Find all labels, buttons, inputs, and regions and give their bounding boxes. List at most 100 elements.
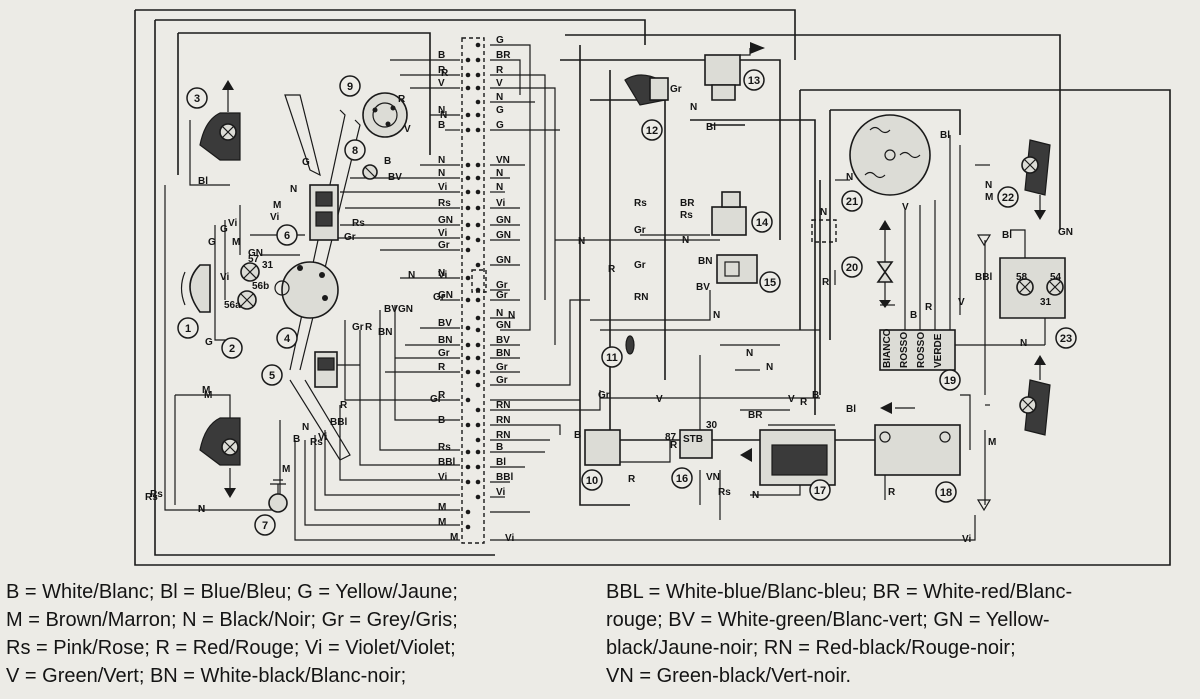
legend-row: Rs = Pink/Rose; R = Red/Rouge; Vi = Viol… (6, 634, 1196, 662)
connector-pin-label: B (438, 120, 445, 131)
connector-pin (465, 189, 471, 195)
wire-color-label: Vi (438, 270, 447, 281)
component-number: 22 (1002, 192, 1014, 204)
turn-signal-icon (1021, 139, 1051, 220)
diode-icon (876, 220, 894, 308)
relay-icon (711, 191, 747, 236)
wire-color-label: M (273, 200, 281, 211)
wire-connector (811, 219, 992, 512)
headlight-icon (180, 264, 211, 313)
component-number: 12 (646, 125, 658, 137)
connector-pin (465, 479, 471, 485)
wire-color-label: Rs (145, 492, 158, 503)
callout-circle (186, 87, 208, 109)
component-number-callout: 12 (641, 119, 663, 141)
connector-pin-label: G (496, 120, 504, 131)
switch-icon (309, 184, 339, 241)
connector-pin (475, 99, 481, 105)
tail-light-icon (999, 257, 1066, 319)
connector-pin (475, 297, 481, 303)
wire-color-label: N (690, 102, 697, 113)
wire-color-label: G (302, 157, 310, 168)
wire-color-label: Vi (270, 212, 279, 223)
connector-pin-label: BBl (438, 457, 455, 468)
component-number: 3 (194, 93, 200, 105)
wire-color-label: V (656, 394, 663, 405)
connector-pin (475, 189, 481, 195)
terminal-label: 57 (248, 254, 260, 265)
callout-circle (221, 337, 243, 359)
wire-color-label: GN (248, 248, 263, 259)
connector-pin-label: V (496, 78, 503, 89)
connector-pin-label: RN (496, 415, 510, 426)
connector-pin-label: Bl (496, 457, 506, 468)
callout-circle (254, 514, 276, 536)
component-number-callout: 20 (841, 256, 863, 278)
wire-color-label: B (910, 310, 917, 321)
connector-pin (475, 494, 481, 500)
component-number: 14 (756, 217, 769, 229)
switch-icon (314, 351, 338, 388)
connector-pin (465, 127, 471, 133)
connector-pin-label: V (438, 78, 445, 89)
legend-right-text: VN = Green-black/Vert-noir. (606, 665, 852, 687)
connector-pin (475, 222, 481, 228)
wire-color-label: M (985, 192, 993, 203)
wire-color-label: GN (1058, 227, 1073, 238)
connector-pin-label: Vi (496, 487, 505, 498)
connector-pin-label: R (438, 390, 446, 401)
wire-color-label: BR (680, 198, 695, 209)
wire-color-label: R (441, 68, 449, 79)
connector-pin (475, 327, 481, 333)
terminal-label: 54 (1050, 272, 1062, 283)
connector-pin-label: Vi (438, 472, 447, 483)
connector-pin (465, 449, 471, 455)
harness-wires (330, 44, 976, 541)
connector-pin (475, 42, 481, 48)
connector-pin (475, 162, 481, 168)
wire-color-label: Vi (220, 272, 229, 283)
connector-pin-label: N (438, 105, 445, 116)
block-terminal-label: ROSSO (916, 332, 927, 368)
wire-color-label: R (608, 264, 616, 275)
left-wires (164, 120, 460, 541)
wire-color-label: Gr (433, 292, 445, 303)
connector-pin-label: RN (496, 430, 510, 441)
component-number-callout: 22 (997, 186, 1019, 208)
headlight-bulb-icon (237, 262, 260, 310)
indicator-lamp-icon (362, 164, 378, 180)
wire-color-label: V (404, 124, 411, 135)
connector-pin-label: BN (496, 348, 510, 359)
connector-pin-label: BN (438, 335, 452, 346)
switch-icon (274, 261, 339, 319)
wire-color-label: N (440, 110, 447, 121)
connector-pin-label: G (496, 35, 504, 46)
turn-signal-icon (199, 80, 241, 161)
terminal-label: 56b (252, 281, 269, 292)
connector-pin-label: N (438, 155, 445, 166)
connector-pin-label: Vi (496, 198, 505, 209)
connector-pin (475, 237, 481, 243)
connector-pin (465, 275, 471, 281)
connector-pin-label: M (438, 502, 446, 513)
connector-pin (475, 449, 481, 455)
component-number: 5 (269, 370, 275, 382)
connector-pin-label: Gr (496, 290, 508, 301)
wire-color-label: V (958, 297, 965, 308)
wire-color-label: N (752, 490, 759, 501)
wire-color-label: BBl (975, 272, 992, 283)
svg-text:STB: STB (683, 434, 703, 445)
callout-circle (809, 479, 831, 501)
wire-color-label: Gr (634, 260, 646, 271)
connector-pin (475, 287, 481, 293)
wire-color-label: N (198, 504, 205, 515)
wire-color-label: M (202, 385, 210, 396)
wire-color-label: B (574, 430, 581, 441)
wire-color-label: R (800, 397, 808, 408)
connector-pin (475, 315, 481, 321)
connector-pin-label: BR (496, 50, 511, 61)
legend-row: B = White/Blanc; Bl = Blue/Bleu; G = Yel… (6, 578, 1196, 606)
connector-pin-label: GN (496, 320, 511, 331)
component-number: 10 (586, 475, 598, 487)
